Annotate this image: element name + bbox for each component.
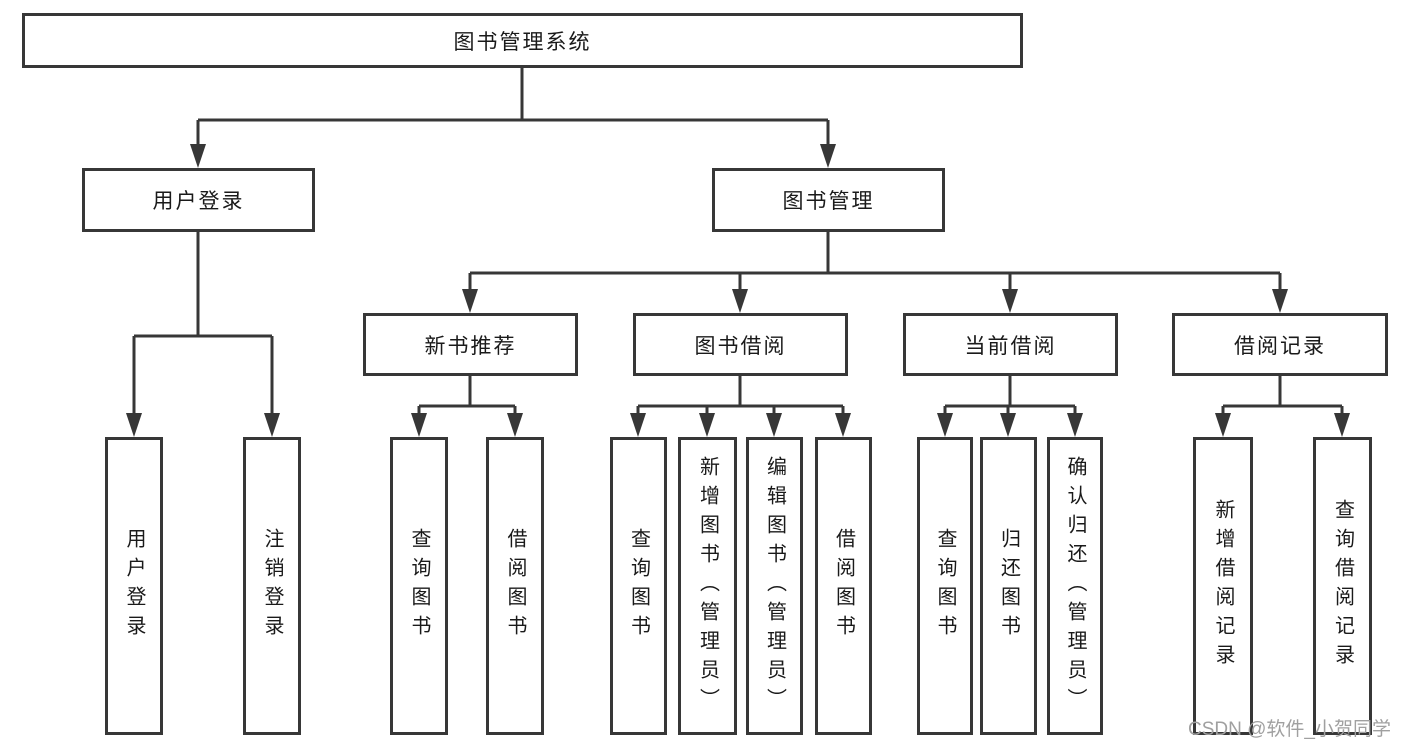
node-label: 图书借阅 [694,334,787,358]
node-label: 新书推荐 [424,334,517,358]
leaf-user-login: 用户登录 [105,437,163,735]
connector-root-to-level1 [190,66,836,168]
node-label: 查询图书 [408,528,430,644]
leaf-query-books-borrow: 查询图书 [610,437,667,735]
watermark: CSDN @软件_小贺同学 [1188,719,1391,740]
connector-user-login-to-leaves [126,230,280,437]
leaf-query-books-recommend: 查询图书 [390,437,448,735]
connector-book-borrow-to-leaves [630,374,851,437]
node-label: 归还图书 [997,528,1020,644]
leaf-logout: 注销登录 [243,437,301,735]
node-book-borrow: 图书借阅 [633,313,848,376]
node-label: 借阅图书 [832,528,855,644]
node-label: 当前借阅 [964,334,1057,358]
leaf-query-books-current: 查询图书 [917,437,973,735]
node-label: 查询图书 [627,528,650,644]
node-label: 查询图书 [934,528,956,644]
node-label: 注销登录 [261,528,283,644]
leaf-return-book: 归还图书 [980,437,1037,735]
leaf-query-borrow-record: 查询借阅记录 [1313,437,1372,735]
node-label: 图书管理系统 [453,30,592,54]
connector-book-management-to-level2 [462,230,1288,313]
node-label: 借阅图书 [504,528,526,644]
node-label: 编辑图书（管理员） [763,455,786,717]
node-book-management: 图书管理 [712,168,945,232]
connector-new-book-recommend-to-leaves [411,374,523,437]
node-label: 确认归还（管理员） [1064,455,1086,717]
leaf-borrow-books-recommend: 借阅图书 [486,437,544,735]
leaf-confirm-return-admin: 确认归还（管理员） [1047,437,1103,735]
node-label: 新增借阅记录 [1212,499,1234,673]
node-user-login: 用户登录 [82,168,315,232]
node-borrow-records: 借阅记录 [1172,313,1388,376]
node-new-book-recommend: 新书推荐 [363,313,578,376]
node-label: 用户登录 [123,528,145,644]
node-label: 借阅记录 [1234,334,1326,358]
node-current-borrow: 当前借阅 [903,313,1118,376]
node-label: 查询借阅记录 [1331,499,1354,673]
node-label: 新增图书（管理员） [696,455,719,717]
leaf-edit-book-admin: 编辑图书（管理员） [746,437,803,735]
leaf-add-book-admin: 新增图书（管理员） [678,437,737,735]
node-label: 用户登录 [152,190,245,213]
connector-current-borrow-to-leaves [937,374,1083,437]
connector-borrow-records-to-leaves [1215,374,1350,437]
leaf-borrow-books: 借阅图书 [815,437,872,735]
node-library-system: 图书管理系统 [22,13,1023,68]
node-label: 图书管理 [782,190,875,213]
leaf-add-borrow-record: 新增借阅记录 [1193,437,1253,735]
